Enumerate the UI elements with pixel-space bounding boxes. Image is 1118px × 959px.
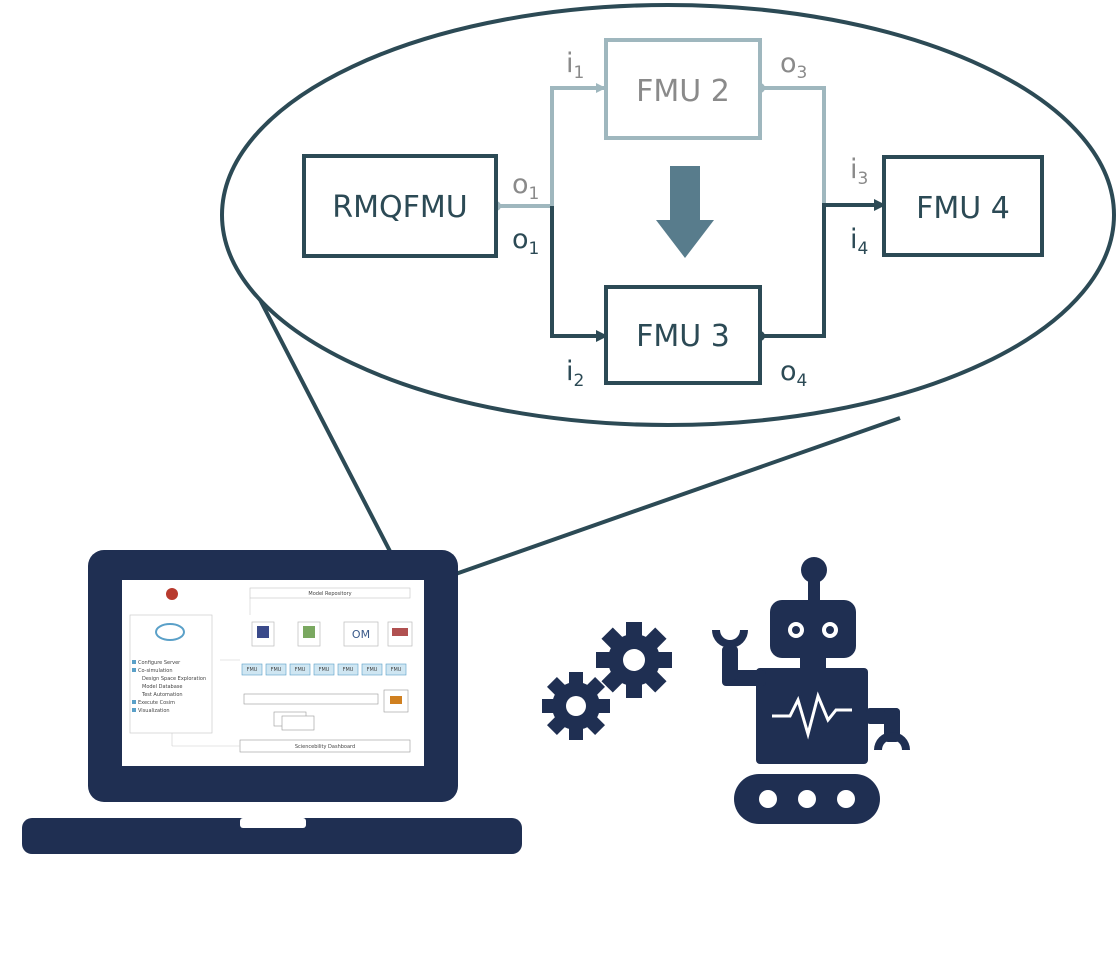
screen-sidebar [129,614,213,734]
screen-header: Model Repository [308,591,351,597]
port-labels: o1 o1 i1 i2 o3 o4 i3 i4 [512,48,868,391]
laptop-icon [22,550,522,854]
port-o3: o3 [780,48,807,83]
laptop-base [22,818,522,854]
screen-fmu-slots: FMU FMU FMU FMU FMU FMU FMU [241,663,407,676]
robot-icon [712,557,910,824]
down-arrow-icon [656,166,714,258]
zoom-ellipse [220,3,1116,427]
screen-sidebar-item: Design Space Exploration [142,676,206,682]
port-o1-top: o1 [512,169,539,204]
robot-pulse-icon [772,691,852,740]
screen-fmu-slot: FMU [367,667,378,673]
robot-right-claw [874,732,910,750]
screen-sidebar-item: Execute Cosim [138,700,175,706]
robot-left-claw [712,630,748,648]
wire-o1-i2 [550,206,606,338]
port-i1: i1 [566,48,584,83]
screen-bottom-bar-label: Sciencebility Dashboard [295,744,355,750]
screen-sidebar-item: Model Database [142,684,182,690]
gear-icon-small [542,672,610,740]
port-o1-bottom: o1 [512,224,539,259]
gear-icon-large [596,622,672,698]
port-o4: o4 [780,356,807,391]
screen-fmu-slot: FMU [391,667,402,673]
block-fmu2-label: FMU 2 [636,74,730,109]
laptop-trackpad-notch [240,818,306,828]
robot-antenna-ball [801,557,827,583]
wire-to-fmu4-arrowhead [874,199,886,211]
zoom-line-right [409,416,901,592]
block-fmu3-label: FMU 3 [636,319,730,354]
screen-sidebar-item: Configure Server [138,660,181,666]
screen-sidebar-item: Co-simulation [138,668,173,674]
wire-o1-i1 [496,86,606,208]
port-i3: i3 [850,154,868,189]
wire-o1-i2-arrowhead [596,330,608,342]
screen-sidebar-item: Visualization [138,708,170,714]
port-i4: i4 [850,224,868,259]
screen-sidebar-logo [155,623,185,641]
zoom-line-left [253,289,412,591]
block-rmqfmu-label: RMQFMU [332,190,467,225]
block-fmu4: FMU 4 [882,155,1044,257]
screen-contents: Model Repository Configure Server Co-sim… [129,587,413,753]
wire-o3-i3 [760,86,826,205]
block-rmqfmu: RMQFMU [302,154,498,258]
screen-tool-om-label: OM [352,628,370,641]
screen-sidebar-items: Configure Server Co-simulation Design Sp… [138,660,206,714]
screen-fmu-slot: FMU [247,667,258,673]
screen-fmu-slot: FMU [343,667,354,673]
screen-logo [166,588,178,600]
block-fmu4-label: FMU 4 [916,191,1010,226]
screen-fmu-slot: FMU [295,667,306,673]
screen-config-bar [243,693,379,705]
block-fmu2: FMU 2 [604,38,762,140]
screen-sidebar-item: Test Automation [141,692,183,698]
screen-tool-om [343,621,379,647]
block-fmu3: FMU 3 [604,285,762,385]
screen-fmu-slot: FMU [271,667,282,673]
wire-o4-i4 [760,203,884,338]
robot-head [770,600,856,658]
port-i2: i2 [566,356,584,391]
screen-header-box [249,587,411,599]
wire-o1-i1-arrowhead [596,83,606,93]
screen-fmu-slot: FMU [319,667,330,673]
